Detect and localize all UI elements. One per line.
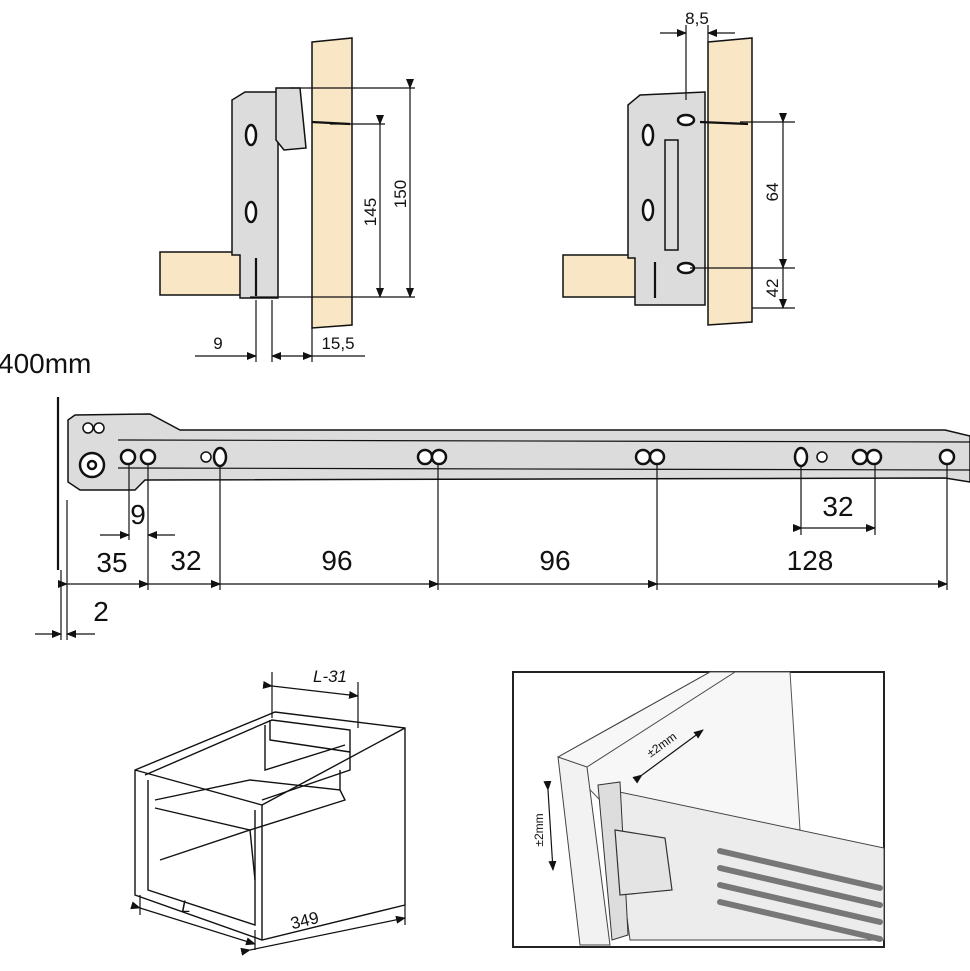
rail-length-label: 400mm bbox=[0, 348, 91, 379]
dim-15-5: 15,5 bbox=[321, 334, 354, 353]
slot-hole bbox=[244, 200, 258, 224]
drawer-rail: 400mm bbox=[0, 348, 970, 640]
dim-l-minus-31: L-31 bbox=[313, 667, 347, 686]
dim-150: 150 bbox=[391, 180, 410, 208]
side-view-right: 8,5 64 42 bbox=[562, 9, 795, 326]
dim-96-first: 96 bbox=[321, 545, 352, 576]
dim-64: 64 bbox=[763, 183, 782, 202]
dim-8-5: 8,5 bbox=[685, 9, 709, 28]
dim-35: 35 bbox=[96, 547, 127, 578]
dim-145: 145 bbox=[361, 198, 380, 226]
dim-42: 42 bbox=[763, 279, 782, 298]
front-adjustment-inset: ±2mm ±2mm bbox=[512, 671, 885, 948]
dim-2: 2 bbox=[93, 596, 109, 627]
slot-hole bbox=[244, 123, 258, 147]
dim-l: L bbox=[181, 897, 190, 916]
dim-96-second: 96 bbox=[539, 545, 570, 576]
tolerance-vertical: ±2mm bbox=[532, 813, 546, 846]
dim-9: 9 bbox=[130, 499, 146, 530]
dim-32-rear: 32 bbox=[822, 491, 853, 522]
dim-9-top: 9 bbox=[213, 334, 222, 353]
dimension-chain bbox=[35, 524, 948, 638]
front-clip bbox=[664, 139, 679, 251]
dim-128: 128 bbox=[787, 545, 834, 576]
screw-icon bbox=[653, 120, 749, 298]
cabinet-panel bbox=[311, 37, 353, 329]
mounting-clip bbox=[275, 87, 307, 151]
rail-body bbox=[67, 413, 970, 491]
side-view-left: 145 150 9 15,5 bbox=[159, 37, 415, 362]
dim-32: 32 bbox=[170, 545, 201, 576]
drawer-box-sketch: L-31 L 349 bbox=[130, 667, 406, 956]
adjuster-clip bbox=[614, 829, 673, 896]
cabinet-panel bbox=[707, 37, 753, 326]
